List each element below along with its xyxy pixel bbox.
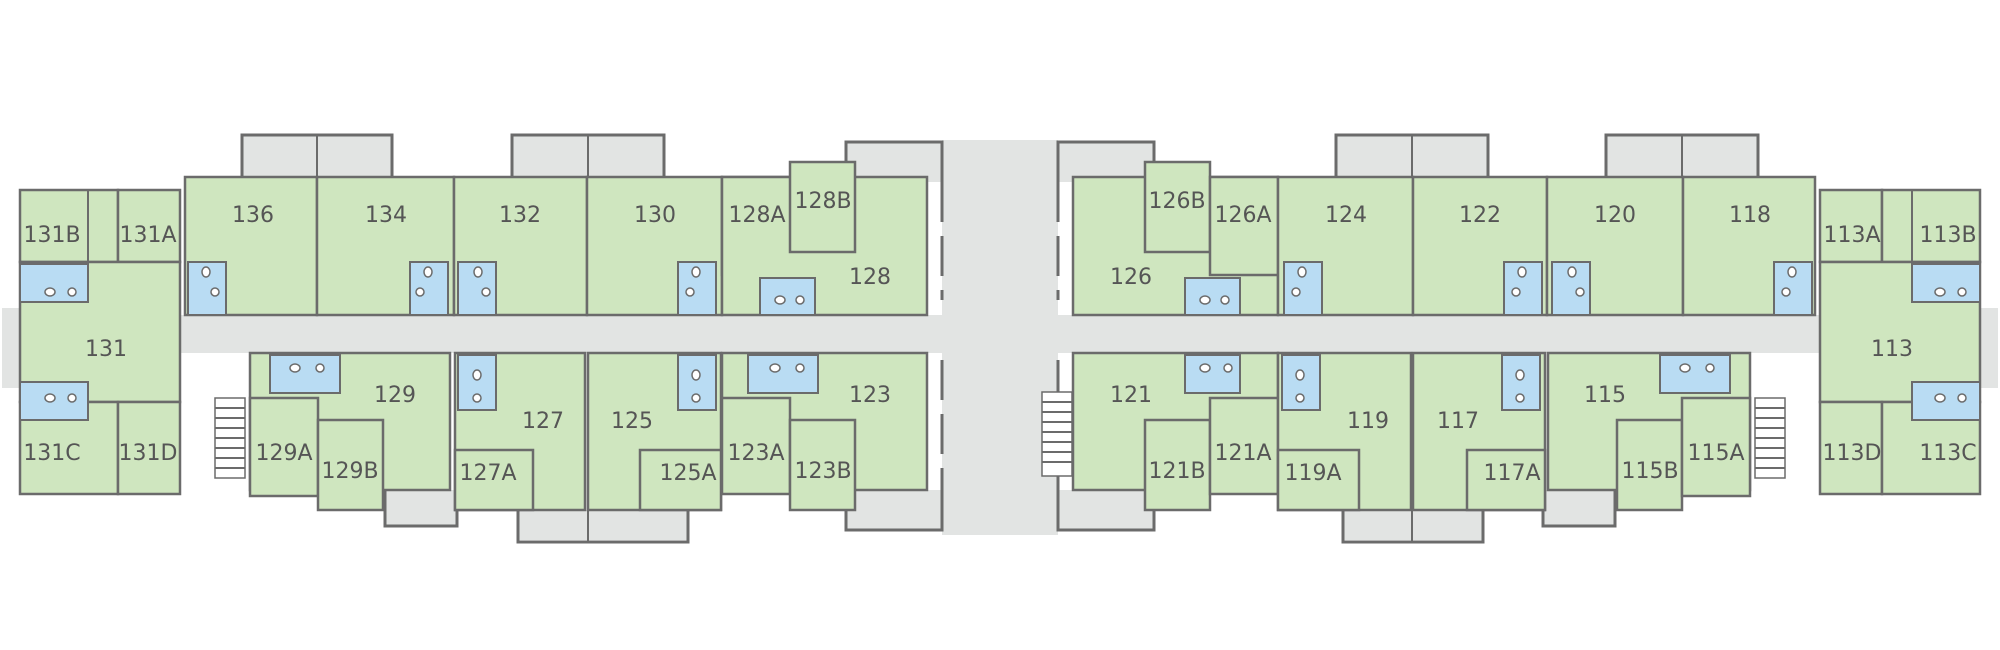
label-126B: 126B [1148, 189, 1205, 214]
label-120: 120 [1594, 203, 1636, 228]
suite-131 [18, 188, 182, 496]
label-117A: 117A [1483, 461, 1540, 486]
room-113A[interactable] [1818, 188, 1884, 264]
label-123B: 123B [794, 459, 851, 484]
balcony-121 [1058, 490, 1154, 530]
bathroom-126 [1184, 277, 1241, 316]
room-121A[interactable] [1208, 396, 1280, 496]
suite-113 [1818, 188, 1982, 496]
label-128: 128 [849, 265, 891, 290]
room-118[interactable] [1681, 175, 1817, 317]
bathroom-113-north [1911, 263, 1981, 303]
label-119A: 119A [1284, 461, 1341, 486]
bathroom-115 [1659, 354, 1731, 394]
label-122: 122 [1459, 203, 1501, 228]
room-128B[interactable] [788, 160, 857, 254]
bathroom-121 [1184, 354, 1241, 394]
stairs-east [1754, 397, 1786, 479]
label-124: 124 [1325, 203, 1367, 228]
balcony-129 [385, 490, 457, 526]
label-129B: 129B [321, 459, 378, 484]
label-131D: 131D [119, 441, 178, 466]
label-115A: 115A [1687, 441, 1744, 466]
bathroom-113-south [1911, 381, 1981, 421]
label-128B: 128B [794, 189, 851, 214]
bathroom-123 [747, 354, 819, 394]
label-113A: 113A [1823, 223, 1880, 248]
stairs-center [1041, 391, 1073, 477]
balcony-128 [846, 142, 942, 182]
room-119A[interactable] [1276, 448, 1361, 512]
room-121B[interactable] [1143, 418, 1212, 512]
balcony-126 [1058, 142, 1154, 182]
label-131: 131 [85, 337, 127, 362]
stairs-west [214, 397, 246, 479]
label-126: 126 [1110, 265, 1152, 290]
label-115: 115 [1584, 383, 1626, 408]
room-115A[interactable] [1680, 396, 1752, 498]
label-118: 118 [1729, 203, 1771, 228]
balcony-123 [846, 490, 942, 530]
label-131A: 131A [119, 223, 176, 248]
label-123: 123 [849, 383, 891, 408]
label-134: 134 [365, 203, 407, 228]
room-115B[interactable] [1615, 418, 1684, 512]
label-121B: 121B [1148, 459, 1205, 484]
label-121A: 121A [1214, 441, 1271, 466]
room-labels: 131B 131A 131 131C 131D 136 134 132 130 … [23, 189, 1976, 486]
room-131D[interactable] [116, 400, 182, 496]
label-115B: 115B [1621, 459, 1678, 484]
label-131C: 131C [23, 441, 80, 466]
label-119: 119 [1347, 409, 1389, 434]
room-131A[interactable] [116, 188, 182, 264]
label-131B: 131B [23, 223, 80, 248]
room-113D[interactable] [1818, 400, 1884, 496]
label-129A: 129A [255, 441, 312, 466]
balcony-127-125 [518, 510, 688, 540]
label-132: 132 [499, 203, 541, 228]
label-126A: 126A [1214, 203, 1271, 228]
room-123A[interactable] [720, 396, 792, 496]
label-121: 121 [1110, 383, 1152, 408]
label-128A: 128A [728, 203, 785, 228]
label-125A: 125A [659, 461, 716, 486]
label-113B: 113B [1919, 223, 1976, 248]
label-129: 129 [374, 383, 416, 408]
balcony-115 [1543, 490, 1615, 526]
label-113: 113 [1871, 337, 1913, 362]
room-125A[interactable] [638, 448, 723, 512]
room-123B[interactable] [788, 418, 857, 512]
bathroom-fixtures [44, 266, 1967, 403]
label-117: 117 [1437, 409, 1479, 434]
room-127A[interactable] [453, 448, 535, 512]
bathroom-129 [269, 354, 341, 394]
bathroom-117 [1501, 354, 1541, 411]
label-113C: 113C [1919, 441, 1976, 466]
room-129B[interactable] [316, 418, 385, 512]
label-130: 130 [634, 203, 676, 228]
room-113B[interactable] [1880, 188, 1982, 264]
label-127: 127 [522, 409, 564, 434]
room-117A[interactable] [1465, 448, 1547, 512]
label-136: 136 [232, 203, 274, 228]
label-125: 125 [611, 409, 653, 434]
bathroom-131-north [19, 263, 89, 303]
central-hall [942, 140, 1058, 535]
label-123A: 123A [727, 441, 784, 466]
room-126B[interactable] [1143, 160, 1212, 254]
label-113D: 113D [1823, 441, 1882, 466]
bathroom-136 [187, 261, 227, 316]
label-127A: 127A [459, 461, 516, 486]
bathroom-128 [759, 277, 816, 316]
